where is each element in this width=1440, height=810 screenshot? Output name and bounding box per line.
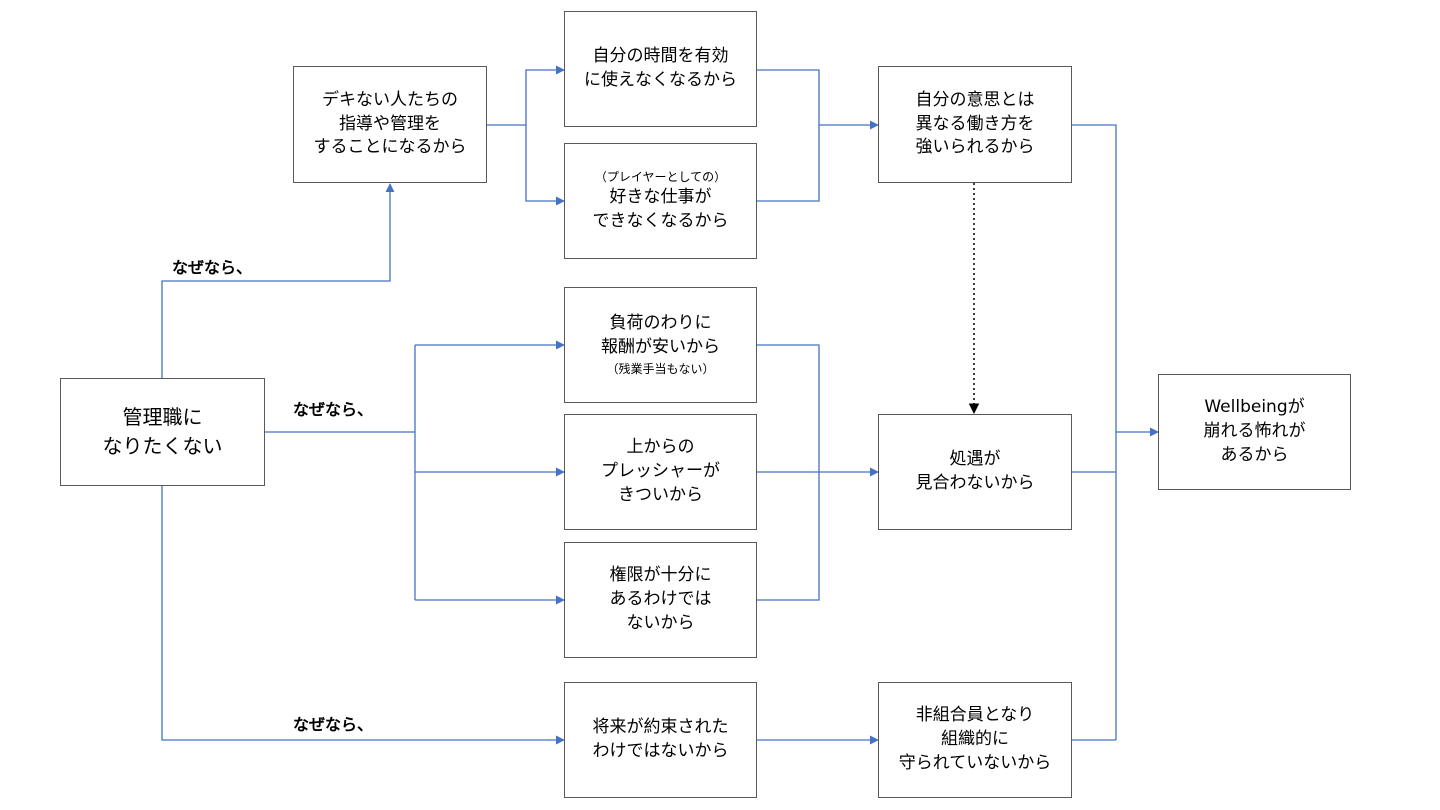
connector-to-own-time [525,65,565,125]
node-line: 強いられるから [915,137,1035,158]
node-line: 自分の時間を有効 [592,46,729,67]
connector-to-favorite-work [525,125,565,206]
node-forced-work-style: 自分の意思とは 異なる働き方を 強いられるから [878,66,1072,183]
node-authority: 権限が十分に あるわけでは ないから [564,542,757,658]
connector-own-time-out [757,69,820,125]
node-pressure: 上からの プレッシャーが きついから [564,414,757,530]
node-line: 将来が約束された [592,717,729,738]
node-line: 上からの [626,437,695,458]
node-guidance-burden: デキない人たちの 指導や管理を することになるから [293,66,487,183]
node-line: 権限が十分に [609,565,712,586]
reason-label-top: なぜなら、 [172,258,253,277]
node-line: あるから [1220,444,1289,465]
node-line: 管理職に [122,405,203,429]
reason-label-middle: なぜなら、 [293,400,374,419]
node-line: 負荷のわりに [609,313,712,334]
node-line: することになるから [313,137,467,158]
node-low-pay: 負荷のわりに 報酬が安いから （残業手当もない） [564,287,757,403]
node-not-want-manager: 管理職に なりたくない [60,378,265,486]
node-line: に使えなくなるから [584,70,737,90]
connector-root-to-future [161,486,565,745]
connector-root-to-guidance [161,183,395,378]
node-note: （プレイヤーとしての） [594,170,727,185]
node-future: 将来が約束された わけではないから [564,682,757,798]
node-line: ないから [626,612,695,633]
node-line: 処遇が [949,449,1001,470]
node-treatment: 処遇が 見合わないから [878,414,1072,530]
connector-authority-out [757,472,820,601]
node-line: あるわけでは [609,589,712,610]
node-line: 指導や管理を [339,113,441,134]
node-line: きついから [618,484,703,505]
node-line: デキない人たちの [322,89,458,110]
node-line: 非組合員となり [915,705,1035,726]
node-line: なりたくない [102,434,223,458]
reason-label-bottom: なぜなら、 [293,715,374,734]
node-line: 好きな仕事が [609,187,712,208]
connector-low-pay-out [757,344,820,472]
node-line: Wellbeingが [1204,397,1305,418]
node-non-union: 非組合員となり 組織的に 守られていないから [878,682,1072,798]
connector-favorite-work-out [757,125,820,202]
node-line: 自分の意思とは [915,89,1035,110]
node-wellbeing: Wellbeingが 崩れる怖れが あるから [1158,374,1351,490]
connector-forced-to-collector [1072,124,1117,740]
node-line: 見合わないから [915,473,1035,493]
node-line: わけではないから [592,741,729,761]
node-line: 崩れる怖れが [1203,421,1306,442]
node-note: （残業手当もない） [606,361,715,376]
node-line: 組織的に [941,729,1009,750]
node-line: 異なる働き方を [915,113,1035,134]
node-line: 報酬が安いから [601,337,720,357]
node-line: プレッシャーが [601,461,720,482]
node-favorite-work: （プレイヤーとしての） 好きな仕事が できなくなるから [564,143,757,259]
node-line: 守られていないから [898,752,1052,773]
node-line: できなくなるから [592,211,729,231]
node-own-time: 自分の時間を有効 に使えなくなるから [564,11,757,127]
